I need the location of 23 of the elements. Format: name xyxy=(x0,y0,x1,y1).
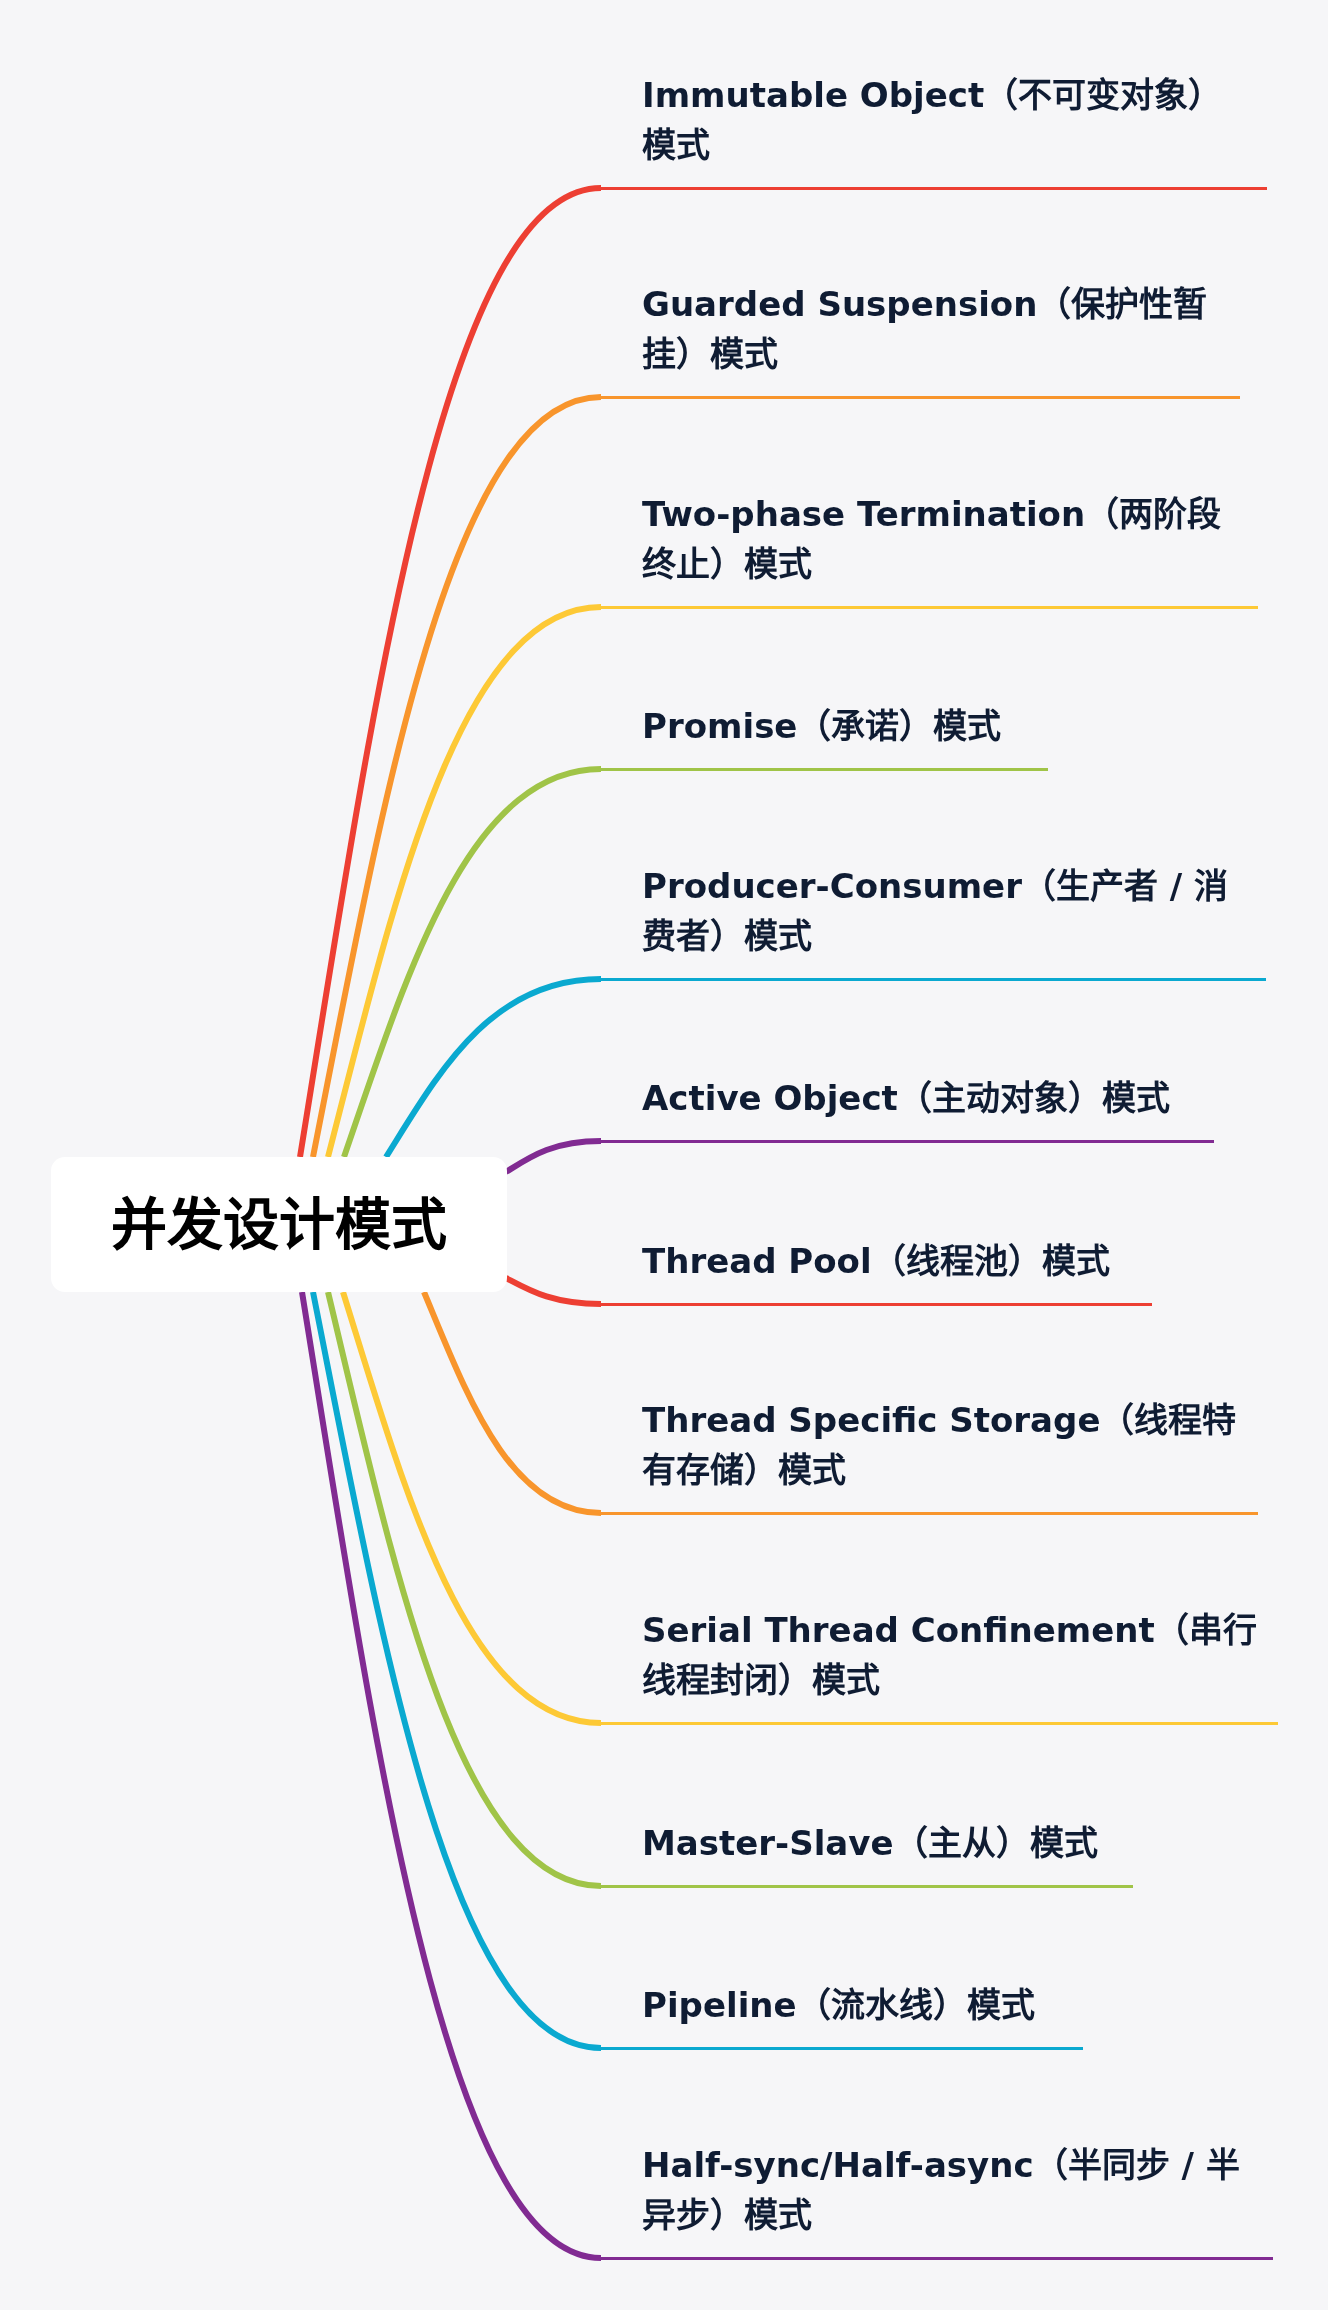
branch-curve xyxy=(383,976,602,1159)
central-topic: 并发设计模式 xyxy=(51,1157,507,1292)
branch-topic: Producer-Consumer（生产者 / 消费者）模式 xyxy=(601,860,1266,981)
branch-topic: Active Object（主动对象）模式 xyxy=(601,1072,1214,1143)
branch-curve xyxy=(325,604,602,1158)
branch-topic: Thread Specific Storage（线程特有存储）模式 xyxy=(601,1394,1258,1515)
branch-curve xyxy=(299,1291,602,2261)
branch-curve xyxy=(340,1291,602,1726)
branch-curve xyxy=(310,1291,602,2051)
branch-topic: Serial Thread Confinement（串行线程封闭）模式 xyxy=(601,1604,1278,1725)
branch-curve xyxy=(297,185,602,1158)
branch-topic: Guarded Suspension（保护性暂挂）模式 xyxy=(601,278,1240,399)
branch-topic: Immutable Object（不可变对象）模式 xyxy=(601,69,1267,190)
branch-curve xyxy=(325,1291,602,1889)
branch-curve xyxy=(310,394,602,1158)
branch-topic: Two-phase Termination（两阶段终止）模式 xyxy=(601,488,1258,609)
branch-topic: Half-sync/Half-async（半同步 / 半异步）模式 xyxy=(601,2139,1273,2260)
branch-topic: Thread Pool（线程池）模式 xyxy=(601,1235,1152,1306)
branch-curve xyxy=(421,1290,602,1516)
branch-topic: Promise（承诺）模式 xyxy=(601,700,1048,771)
branch-curve xyxy=(341,766,602,1158)
branch-topic: Master-Slave（主从）模式 xyxy=(601,1817,1133,1888)
branch-topic: Pipeline（流水线）模式 xyxy=(601,1979,1083,2050)
